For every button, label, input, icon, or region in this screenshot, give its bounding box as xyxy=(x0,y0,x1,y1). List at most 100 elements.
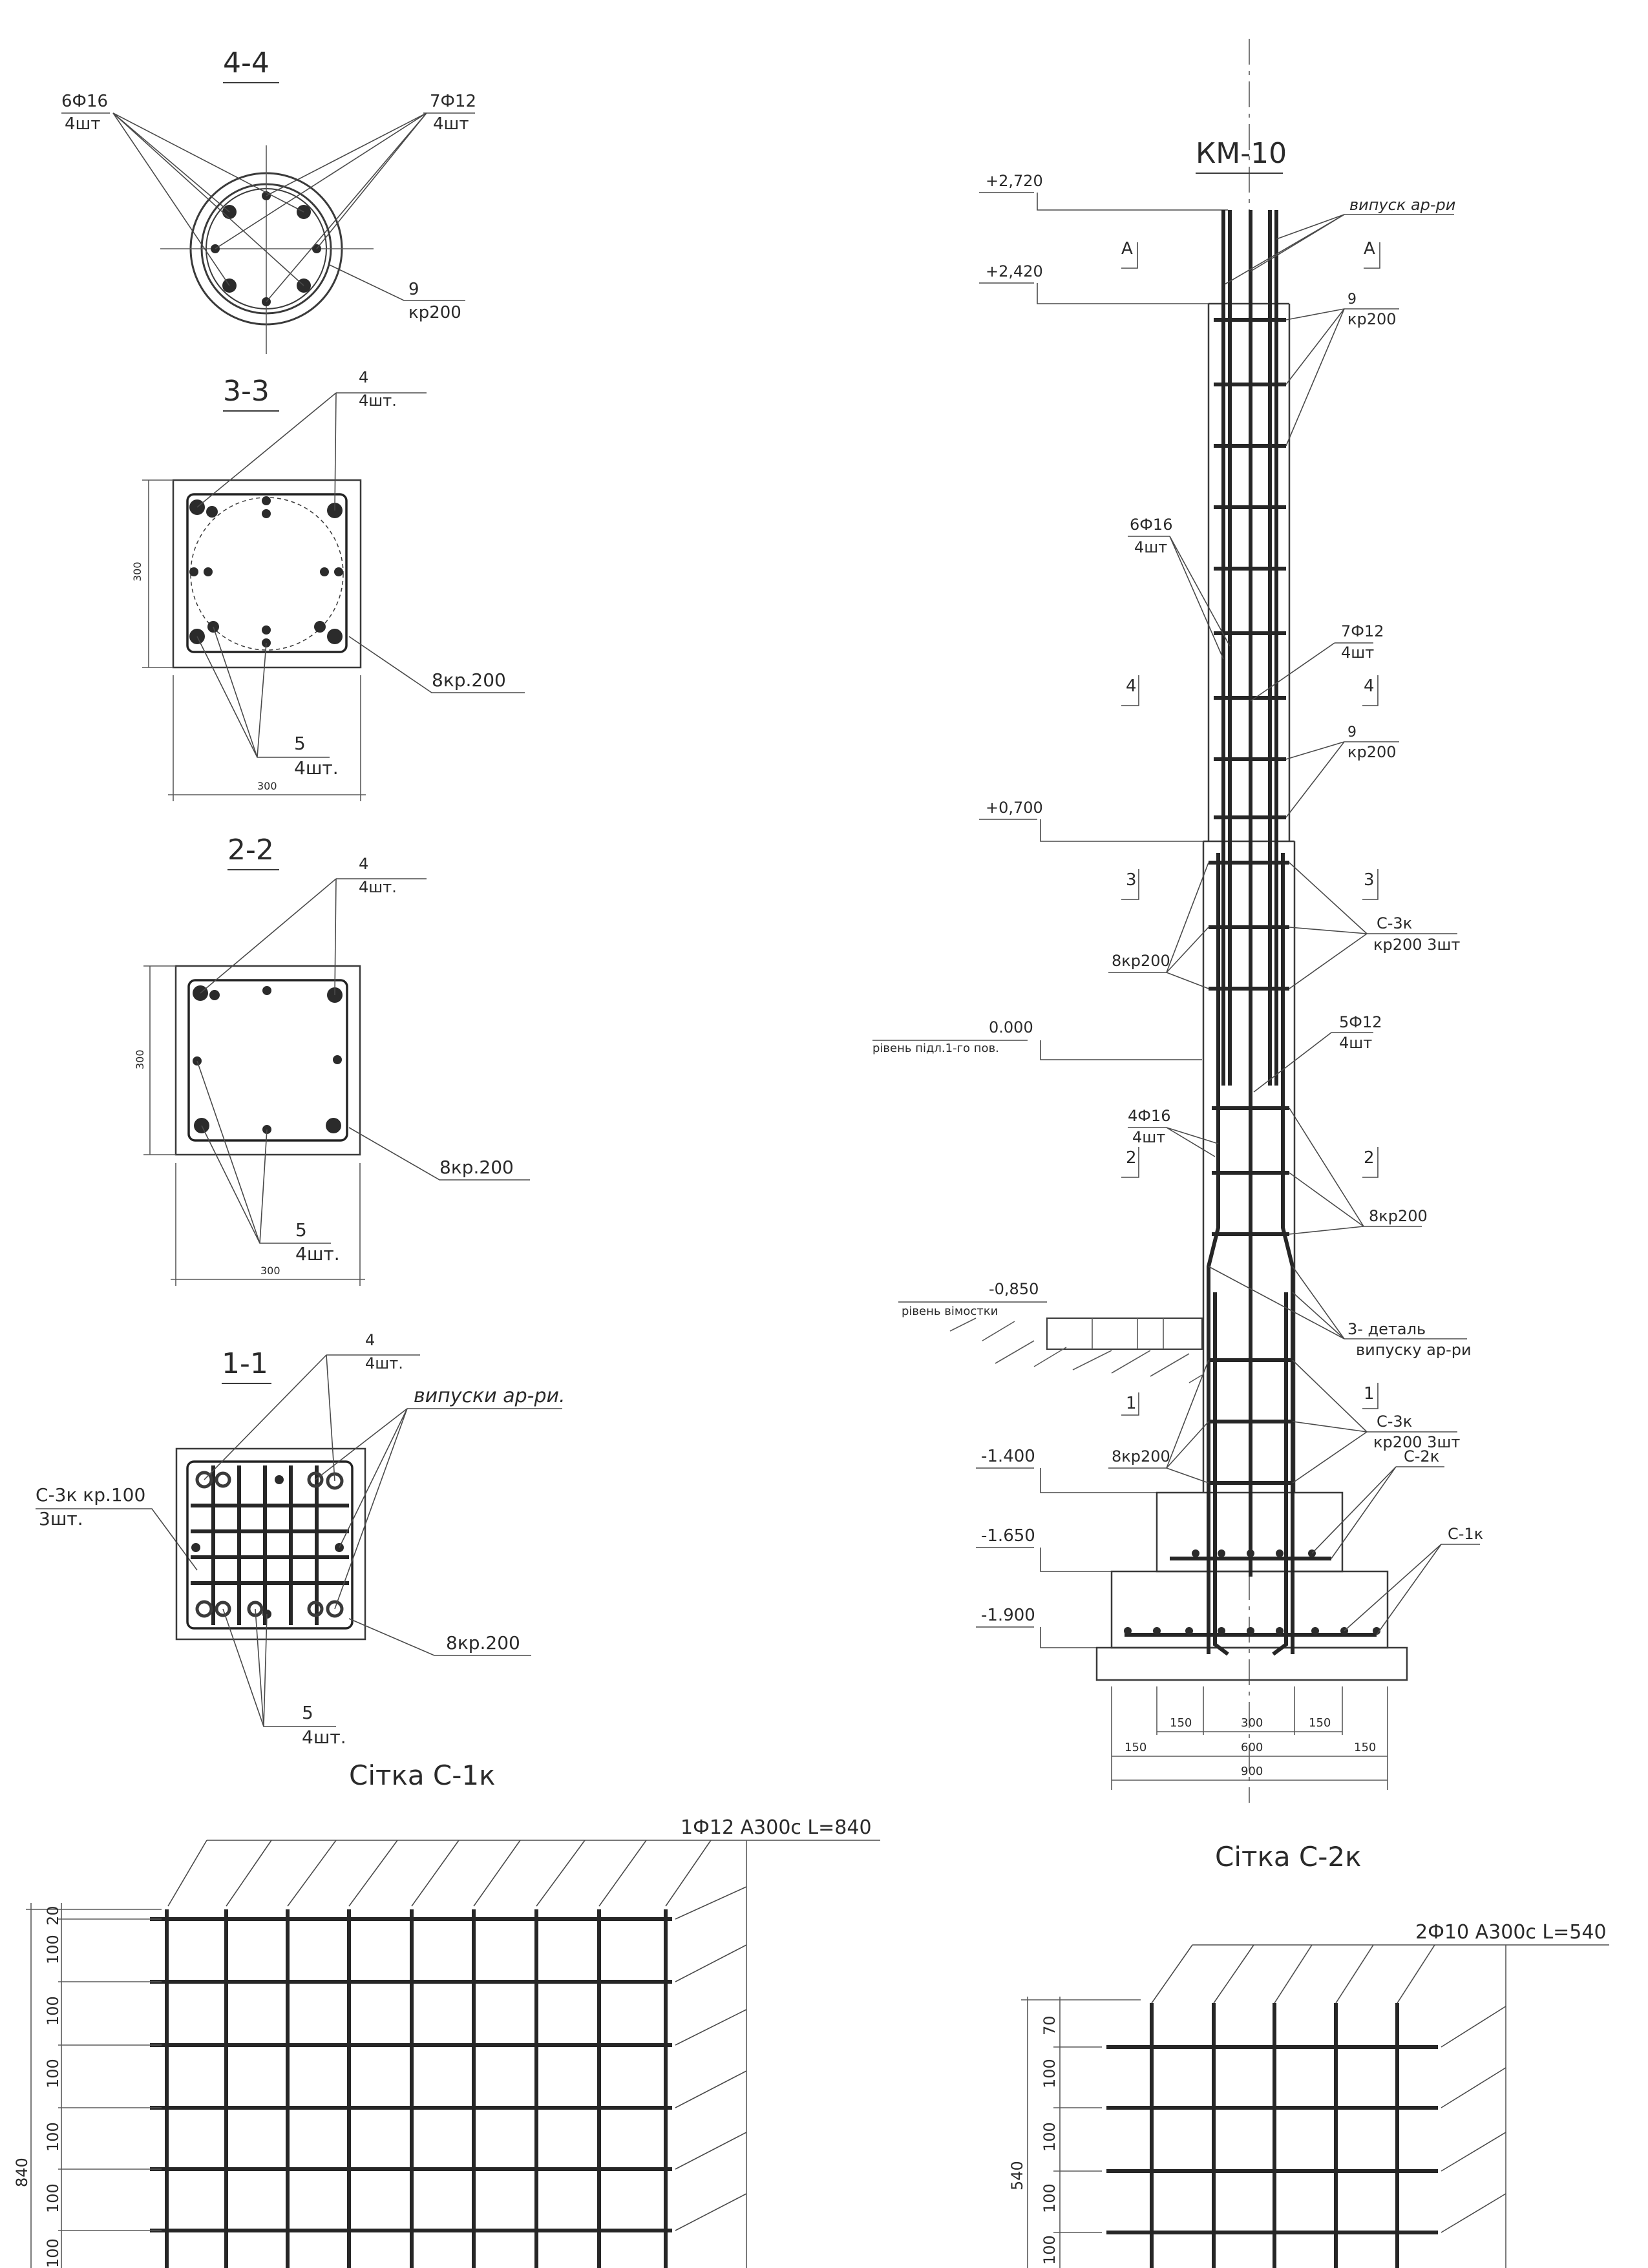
section-2-2-top-mark: 4 xyxy=(359,855,368,873)
label-mesh1: С-1к xyxy=(1448,1525,1483,1543)
mesh-c1k: Сітка С-1к 1Ф12 А300с L=840 xyxy=(13,1759,880,2268)
section-4-4-left-mark: 6Ф16 xyxy=(61,92,108,111)
column-long-bars xyxy=(1207,210,1294,1656)
section-1-1-title: 1-1 xyxy=(222,1347,268,1380)
dim-600: 600 xyxy=(1241,1741,1263,1754)
section-4-4-title: 4-4 xyxy=(223,47,269,79)
cut-mark-2-right: 2 xyxy=(1364,1148,1375,1168)
level-1400: -1.400 xyxy=(981,1447,1035,1466)
label-bars7: 7Ф12 xyxy=(1341,622,1384,640)
section-4-4-stirrup-step: кр200 xyxy=(408,303,461,322)
section-2-2-dim-vertical: 300 xyxy=(134,1049,146,1069)
section-4-4-left-qty: 4шт xyxy=(65,114,100,134)
section-2-2-stirrup: 8кр.200 xyxy=(439,1157,514,1178)
section-1-1-mesh: С-3к кр.100 xyxy=(36,1484,145,1506)
dim-900: 900 xyxy=(1241,1765,1263,1778)
mesh-c1k-spacing-3: 100 xyxy=(44,2059,62,2088)
section-3-3-bars xyxy=(189,496,343,647)
mesh-c1k-spacing-6: 100 xyxy=(44,2238,62,2268)
label-bars7-qty: 4шт xyxy=(1341,644,1374,662)
label-mesh3: С-3к xyxy=(1377,914,1412,932)
level-1650: -1.650 xyxy=(981,1526,1035,1546)
section-3-3-dim-vertical: 300 xyxy=(131,562,143,582)
section-1-1-stirrup: 8кр.200 xyxy=(446,1632,520,1654)
section-3-3-bottom-qty: 4шт. xyxy=(294,757,339,779)
label-mesh2: С-2к xyxy=(1404,1447,1439,1465)
ground-blind-area xyxy=(949,1318,1203,1383)
cut-mark-1-left: 1 xyxy=(1126,1394,1137,1413)
mesh-c1k-spacing-2: 100 xyxy=(44,1996,62,2026)
section-1-1-bottom-mark: 5 xyxy=(302,1702,313,1723)
cut-mark-4-left: 4 xyxy=(1126,677,1137,696)
label-stirrup9-a: 9 xyxy=(1347,291,1357,308)
dim-300: 300 xyxy=(1241,1716,1263,1730)
label-bars5-qty: 4шт xyxy=(1339,1034,1372,1052)
section-1-1-mesh-qty: 3шт. xyxy=(39,1508,83,1529)
column-km10: КМ-10 +2,720 +2,420 +0,700 0.000 рівень … xyxy=(872,39,1483,1803)
mesh-c1k-vertical-bars xyxy=(165,1909,668,2268)
section-1-1: 1-1 4 4шт. випуски ар-ри. С-3к кр.100 3ш… xyxy=(36,1331,565,1748)
column-dimensions: 150 300 150 150 600 150 900 xyxy=(1111,1686,1388,1790)
section-2-2-top-qty: 4шт. xyxy=(359,878,397,896)
section-3-3-dim-horizontal: 300 xyxy=(257,780,277,792)
section-1-1-top-qty: 4шт. xyxy=(365,1354,403,1372)
cut-mark-3-left: 3 xyxy=(1126,870,1137,890)
cut-mark-1-right: 1 xyxy=(1364,1384,1375,1403)
cut-mark-a-left: А xyxy=(1121,239,1133,258)
mesh-c1k-title: Сітка С-1к xyxy=(349,1759,496,1791)
label-mesh3-step: кр200 3шт xyxy=(1373,936,1460,954)
level-2720: +2,720 xyxy=(986,172,1043,190)
section-3-3-top-qty: 4шт. xyxy=(359,392,397,410)
column-annotations: випуск ар-ри 9 кр200 6Ф16 4шт 7Ф12 4шт 9… xyxy=(1108,196,1483,1635)
label-stirrup9-b: 9 xyxy=(1347,724,1357,740)
label-bars6-qty: 4шт xyxy=(1134,538,1167,556)
mesh-c2k-height: 540 xyxy=(1008,2161,1026,2190)
level-0000: 0.000 xyxy=(989,1018,1033,1036)
level-2420: +2,420 xyxy=(986,262,1043,280)
level-marks: +2,720 +2,420 +0,700 0.000 рівень підл.1… xyxy=(872,172,1228,1648)
column-title: КМ-10 xyxy=(1196,137,1287,170)
mesh-c1k-spacing-1: 100 xyxy=(44,1935,62,1964)
label-bars4: 4Ф16 xyxy=(1128,1107,1170,1125)
cut-mark-3-right: 3 xyxy=(1364,870,1375,890)
section-4-4-right-mark: 7Ф12 xyxy=(430,92,476,111)
dim-150-d: 150 xyxy=(1354,1741,1376,1754)
section-4-4-right-qty: 4шт xyxy=(433,114,469,134)
mesh-c1k-bar-label: 1Ф12 А300с L=840 xyxy=(681,1816,872,1839)
mesh-c1k-spacing-0: 20 xyxy=(44,1906,62,1926)
label-outlet: випуск ар-ри xyxy=(1349,196,1455,214)
footing-mesh-dots xyxy=(1124,1549,1380,1635)
dim-150-b: 150 xyxy=(1309,1716,1331,1730)
level-1900: -1.900 xyxy=(981,1606,1035,1625)
dim-150-a: 150 xyxy=(1170,1716,1192,1730)
label-stirrup9-a-step: кр200 xyxy=(1347,310,1397,328)
label-st8-b: 8кр200 xyxy=(1369,1207,1428,1225)
section-4-4: 4-4 6Ф16 4шт 7Ф12 4шт 9 к xyxy=(61,47,476,354)
label-st8-c: 8кр200 xyxy=(1112,1447,1170,1465)
section-1-1-bottom-qty: 4шт. xyxy=(302,1727,346,1748)
level-0000-note: рівень підл.1-го пов. xyxy=(872,1042,999,1055)
cut-mark-2-left: 2 xyxy=(1126,1148,1137,1168)
section-3-3-bottom-mark: 5 xyxy=(294,733,306,754)
mesh-c1k-spacing-4: 100 xyxy=(44,2122,62,2152)
section-2-2-title: 2-2 xyxy=(227,834,274,866)
mesh-c1k-spacing-5: 100 xyxy=(44,2183,62,2213)
section-4-4-stirrup-mark: 9 xyxy=(408,280,419,299)
label-bars5: 5Ф12 xyxy=(1339,1013,1382,1031)
mesh-c1k-height: 840 xyxy=(13,2158,31,2187)
section-3-3-stirrup: 8кр.200 xyxy=(432,669,506,691)
mesh-c2k-spacing-4: 100 xyxy=(1041,2235,1059,2265)
level-0850-note: рівень вімостки xyxy=(902,1305,998,1318)
label-bars4-qty: 4шт xyxy=(1132,1128,1165,1146)
label-detail3: 3- деталь xyxy=(1347,1320,1426,1338)
label-mesh3b-step: кр200 3шт xyxy=(1373,1433,1460,1451)
cut-mark-a-right: А xyxy=(1364,239,1375,258)
cut-marks: А А 4 4 3 3 2 2 1 1 xyxy=(1121,239,1380,1416)
mesh-c2k-spacing-0: 70 xyxy=(1041,2015,1059,2035)
section-3-3-title: 3-3 xyxy=(223,375,269,408)
section-2-2-bottom-mark: 5 xyxy=(295,1219,307,1241)
mesh-c2k-horizontal-bars xyxy=(1106,2045,1438,2234)
mesh-c2k-vertical-bars xyxy=(1150,2003,1399,2268)
mesh-c2k: Сітка С-2к 2Ф10 А300с L=540 xyxy=(1008,1841,1609,2268)
